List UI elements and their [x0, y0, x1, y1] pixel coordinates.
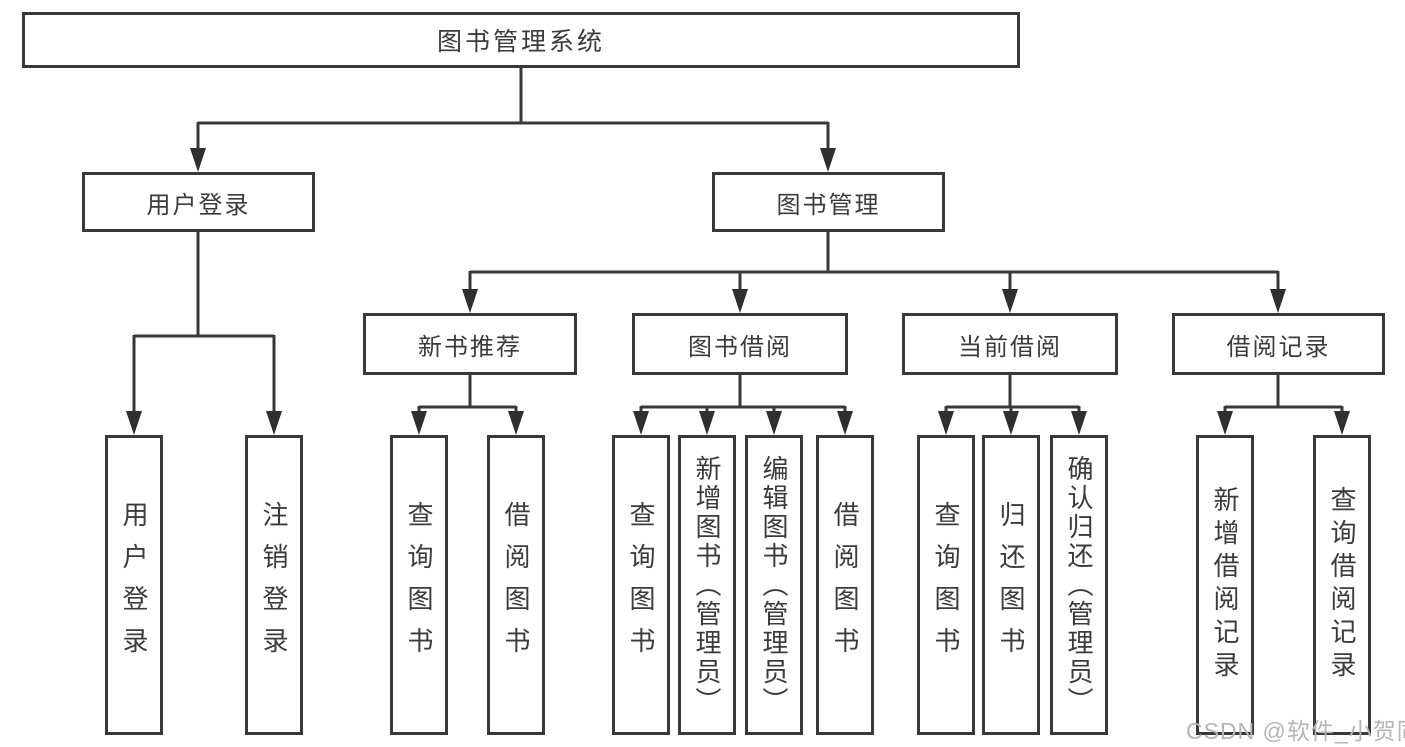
node-label: 图书管理 [776, 191, 881, 219]
leaf-add-borrow-record: 新增借阅记录 [1196, 435, 1254, 735]
leaf-label: 查询图书 [931, 501, 961, 669]
leaf-query-books-borrowing: 查询图书 [612, 435, 670, 735]
node-root-system: 图书管理系统 [22, 12, 1020, 68]
node-new-book-recommend: 新书推荐 [363, 313, 577, 375]
leaf-label: 归还图书 [996, 501, 1026, 669]
leaf-label: 查询图书 [626, 501, 656, 669]
node-book-management: 图书管理 [712, 172, 945, 232]
leaf-label: 新增借阅记录 [1210, 486, 1240, 684]
leaf-logout: 注销登录 [245, 435, 303, 735]
node-current-borrowing: 当前借阅 [902, 313, 1118, 375]
node-label: 新书推荐 [418, 333, 522, 361]
leaf-return-books: 归还图书 [982, 435, 1040, 735]
leaf-label: 借阅图书 [830, 501, 860, 669]
node-label: 当前借阅 [958, 333, 1062, 361]
node-label: 图书管理系统 [436, 28, 605, 56]
node-label: 用户登录 [146, 191, 251, 219]
leaf-label: 确认归还（管理员） [1064, 454, 1094, 716]
leaf-label: 查询图书 [404, 501, 434, 669]
leaf-query-books-current: 查询图书 [917, 435, 975, 735]
node-book-borrowing: 图书借阅 [632, 313, 848, 375]
leaf-borrow-books-recommend: 借阅图书 [487, 435, 545, 735]
leaf-edit-books-admin: 编辑图书（管理员） [745, 435, 803, 735]
arrowhead-icons [126, 148, 1350, 435]
leaf-label: 用户登录 [119, 501, 149, 669]
leaf-confirm-return-admin: 确认归还（管理员） [1050, 435, 1108, 735]
leaf-label: 新增图书（管理员） [692, 454, 722, 716]
leaf-label: 借阅图书 [501, 501, 531, 669]
leaf-add-books-admin: 新增图书（管理员） [678, 435, 736, 735]
leaf-query-books-recommend: 查询图书 [390, 435, 448, 735]
leaf-borrow-books: 借阅图书 [816, 435, 874, 735]
node-label: 图书借阅 [688, 333, 792, 361]
node-user-login: 用户登录 [82, 172, 315, 232]
csdn-watermark: CSDN @软件_小贺同学 [1186, 718, 1405, 744]
leaf-user-login: 用户登录 [105, 435, 163, 735]
node-borrowing-records: 借阅记录 [1172, 313, 1385, 375]
leaf-label: 编辑图书（管理员） [759, 454, 789, 716]
leaf-label: 注销登录 [259, 501, 289, 669]
leaf-label: 查询借阅记录 [1327, 486, 1357, 684]
leaf-query-borrow-record: 查询借阅记录 [1313, 435, 1371, 735]
node-label: 借阅记录 [1226, 333, 1331, 361]
